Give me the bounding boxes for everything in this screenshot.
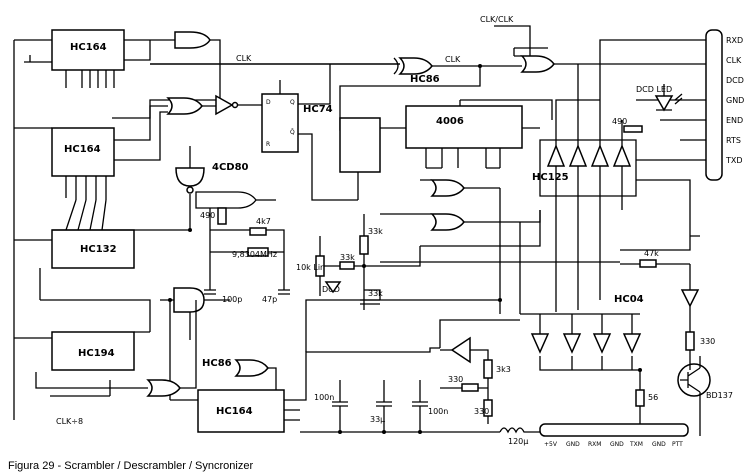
label-r330: 330 (700, 337, 715, 346)
ic-u7-label: 4006 (436, 116, 464, 127)
pin-gnd-3: GND (652, 441, 666, 448)
label-l120: 120µ (508, 437, 528, 446)
ic-u8-label: HC04 (614, 294, 644, 305)
ic-u2: HC164 (51, 127, 115, 177)
connector-rts: RTS (726, 136, 741, 145)
pin-ptt: PTT (672, 441, 683, 448)
ic-u5-label: HC86 (410, 74, 440, 85)
label-r47k: 47k (644, 249, 659, 258)
label-clk8: CLK÷8 (56, 417, 83, 426)
ic-u4: HC194 (51, 331, 135, 371)
ic-u7: 4006 (405, 105, 523, 149)
pin-5v: +5V (544, 441, 558, 448)
connector-dcd: DCD (726, 76, 744, 85)
label-clk-div: CLK/CLK (480, 15, 514, 24)
label-r33k: 33k (368, 227, 383, 236)
label-r330b: 330 (448, 375, 463, 384)
ic-u11-label: 4CD80 (212, 162, 249, 173)
connector-end: END (726, 116, 743, 125)
figure-caption: Figura 29 - Scrambler / Descrambler / Sy… (8, 460, 254, 472)
ic-u1-label: HC164 (70, 42, 107, 53)
svg-text:Q: Q (290, 99, 295, 106)
svg-text:Q̄: Q̄ (290, 129, 295, 136)
connector-txd: TXD (725, 156, 743, 165)
label-c33: 33µ (370, 415, 385, 424)
bottom-pin-labels: +5V GND RXM GND TXM GND PTT (544, 441, 683, 448)
pin-rxm: RXM (588, 441, 601, 448)
label-c100a: 100n (314, 393, 334, 402)
label-r490b: 490 (612, 117, 627, 126)
label-r10k: 10k Lin (296, 263, 325, 272)
ic-u3: HC132 (51, 229, 135, 269)
label-r33ka: 33k (340, 253, 355, 262)
label-r56: 56 (648, 393, 658, 402)
pin-txm: TXM (629, 441, 643, 448)
pin-gnd-1: GND (566, 441, 580, 448)
label-c100p: 100p (222, 295, 242, 304)
ic-u3-label: HC132 (80, 244, 117, 255)
svg-text:D: D (266, 99, 271, 106)
label-r330c: 330 (474, 407, 489, 416)
connector-clk: CLK (726, 56, 742, 65)
ic-u12-label: HC125 (532, 172, 569, 183)
label-r4k7: 4k7 (256, 217, 271, 226)
label-clk-top: CLK (236, 54, 252, 63)
label-xtal: 9,8304MHz (232, 250, 277, 259)
ic-u1: HC164 (51, 29, 125, 71)
label-r3k3: 3k3 (496, 365, 511, 374)
label-c47p: 47p (262, 295, 277, 304)
ic-u9-label: HC164 (216, 406, 253, 417)
ic-u9: HC164 (197, 389, 285, 433)
label-clk-xor: CLK (445, 55, 461, 64)
connector-rxd: RXD (726, 36, 743, 45)
label-led: DCD LED (636, 85, 672, 94)
connector-gnd: GND (726, 96, 744, 105)
label-r33kb: 33k (368, 289, 383, 298)
label-r490a: 490 (200, 211, 215, 220)
ic-u2-label: HC164 (64, 144, 101, 155)
ic-u6: HC74 D Q R Q̄ (261, 93, 333, 153)
ic-u6-label: HC74 (303, 104, 333, 115)
connector-pins: RXD CLK DCD GND END RTS TXD (725, 36, 744, 165)
label-c100b: 100n (428, 407, 448, 416)
pin-gnd-2: GND (610, 441, 624, 448)
label-tr: BD137 (706, 391, 733, 400)
ic-u4-label: HC194 (78, 348, 115, 359)
ic-u10-label: HC86 (202, 358, 232, 369)
svg-text:R: R (266, 141, 270, 148)
